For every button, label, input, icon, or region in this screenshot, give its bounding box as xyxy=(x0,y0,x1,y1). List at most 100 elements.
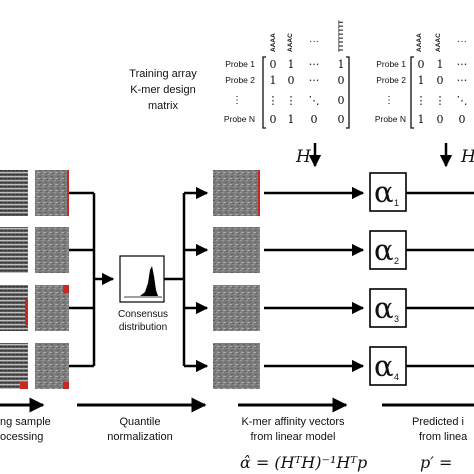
alpha-subscript: 1 xyxy=(394,198,399,208)
consensus-distribution: Consensus distribution xyxy=(118,255,168,333)
normalized-image xyxy=(213,227,260,273)
alpha-subscript: 2 xyxy=(394,256,399,266)
raw-array-images xyxy=(0,170,28,389)
merge-connectors xyxy=(69,191,115,368)
matrix1-cell: ⋮ xyxy=(268,94,279,107)
matrix1-cell: 0 xyxy=(270,113,277,126)
raw-array-image xyxy=(0,343,28,389)
step1-label-line-1: ng sample xyxy=(0,416,51,428)
alpha-box-4: α 4 xyxy=(369,346,407,386)
raw-array-image xyxy=(0,285,28,331)
matrix2-cell: ⋮ xyxy=(416,94,427,107)
alpha-symbol: α xyxy=(374,175,394,209)
step3-label-line-1: K-mer affinity vectors xyxy=(241,416,345,428)
h-label: H xyxy=(295,147,312,167)
matrix1-left-bracket xyxy=(262,56,266,129)
alpha-symbol: α xyxy=(374,349,394,383)
matrix1-row-label: Probe N xyxy=(224,114,255,124)
matrix1-cell: 1 xyxy=(288,113,295,126)
matrix2-row-label: Probe 1 xyxy=(376,59,406,69)
matrix1-col-header: AAAC xyxy=(287,33,294,52)
matrix1-cell: 1 xyxy=(338,58,345,71)
step4-label-line-2: from linea xyxy=(419,431,468,443)
step4-label-line-1: Predicted i xyxy=(412,416,464,428)
alpha-subscript: 4 xyxy=(394,372,399,382)
matrix2-col-header: AAAA xyxy=(416,33,423,52)
matrix2-cell: 1 xyxy=(418,74,425,87)
matrix2-cell: 0 xyxy=(437,74,444,87)
matrix2-cell: 1 xyxy=(418,113,425,126)
matrix1-cell: 1 xyxy=(288,58,295,71)
matrix2-col-header: AAAC xyxy=(435,33,442,52)
matrix2-cell: ··· xyxy=(457,74,468,87)
alpha-box-1: α 1 xyxy=(369,172,407,212)
h-arrow-1: H xyxy=(295,143,322,168)
matrix2-cell: 0 xyxy=(459,113,466,126)
design-matrix-1: AAAA AAAC ··· TTTTTTTT Probe 1 Probe 2 ⋮… xyxy=(224,20,350,129)
alpha-output-lines xyxy=(406,191,474,368)
processed-red-edge xyxy=(63,382,69,389)
split-connectors xyxy=(164,186,209,373)
alpha-symbol: α xyxy=(374,233,394,267)
alpha-box-2: α 2 xyxy=(369,230,407,270)
alpha-subscript: 3 xyxy=(394,314,399,324)
matrix1-cell: 0 xyxy=(338,94,345,107)
prediction-equation: p′ = xyxy=(420,453,452,472)
normalized-images xyxy=(213,170,260,389)
processed-sample-images xyxy=(35,170,69,389)
matrix2-row-label: ⋮ xyxy=(384,95,394,106)
consensus-histogram xyxy=(126,266,160,296)
step2-label-line-2: normalization xyxy=(107,431,172,443)
matrix1-row-label: ⋮ xyxy=(232,95,242,106)
matrix1-cell: 0 xyxy=(311,113,318,126)
raw-array-image xyxy=(0,170,28,216)
matrix2-cell: ⋮ xyxy=(435,94,446,107)
raw-array-image xyxy=(0,227,28,273)
matrix1-cell: 0 xyxy=(288,74,295,87)
matrix2-cell: 0 xyxy=(418,58,425,71)
matrix1-cell: 0 xyxy=(338,113,345,126)
alpha-input-arrows xyxy=(264,186,365,373)
matrix1-col-header: TTTTTTTT xyxy=(338,20,345,52)
step1-label-line-2: ocessing xyxy=(0,431,43,443)
matrix1-cell: 0 xyxy=(270,58,277,71)
consensus-label-line-1: Consensus xyxy=(118,309,168,320)
matrix1-col-header: ··· xyxy=(309,36,319,47)
matrix1-col-header: AAAA xyxy=(270,33,277,52)
matrix2-row-label: Probe N xyxy=(375,114,406,124)
matrix1-right-bracket xyxy=(346,56,350,129)
normalized-image xyxy=(213,170,260,216)
matrix2-left-bracket xyxy=(410,56,414,129)
normalized-image xyxy=(213,285,260,331)
matrix1-cell: 0 xyxy=(338,74,345,87)
processed-image xyxy=(35,227,69,273)
matrix2-cell: 1 xyxy=(437,58,444,71)
matrix2-cell: 0 xyxy=(437,113,444,126)
alpha-symbol: α xyxy=(374,291,394,325)
processed-image xyxy=(35,343,69,389)
matrix1-cell: ⋱ xyxy=(309,94,320,107)
alpha-boxes: α 1 α 2 α 3 α 4 xyxy=(369,172,407,386)
normalized-red-edge xyxy=(258,170,260,216)
matrix1-cell: ··· xyxy=(309,74,320,87)
processed-red-edge xyxy=(63,285,69,293)
matrix1-cell: ⋮ xyxy=(286,94,297,107)
matrix-label: Training array K-mer design matrix xyxy=(129,68,197,112)
matrix1-row-label: Probe 2 xyxy=(225,75,255,85)
processed-red-edge xyxy=(67,170,69,216)
least-squares-equation: α̂ = (HᵀH)⁻¹Hᵀp xyxy=(240,453,367,472)
consensus-label-line-2: distribution xyxy=(119,322,167,333)
matrix2-col-header: ··· xyxy=(457,36,467,47)
normalized-image xyxy=(213,343,260,389)
alpha-box-3: α 3 xyxy=(369,288,407,328)
processed-image xyxy=(35,170,69,216)
matrix2-cell: ⋱ xyxy=(457,94,468,107)
matrix-label-line-1: Training array xyxy=(129,68,197,80)
h-arrow-2: H xyxy=(439,143,474,168)
matrix2-cell: ··· xyxy=(457,58,468,71)
step3-label-line-2: from linear model xyxy=(251,431,336,443)
step-labels: ng sample ocessing Quantile normalizatio… xyxy=(0,416,468,443)
raw-array-red-edge xyxy=(20,382,28,389)
step2-label-line-1: Quantile xyxy=(120,416,161,428)
